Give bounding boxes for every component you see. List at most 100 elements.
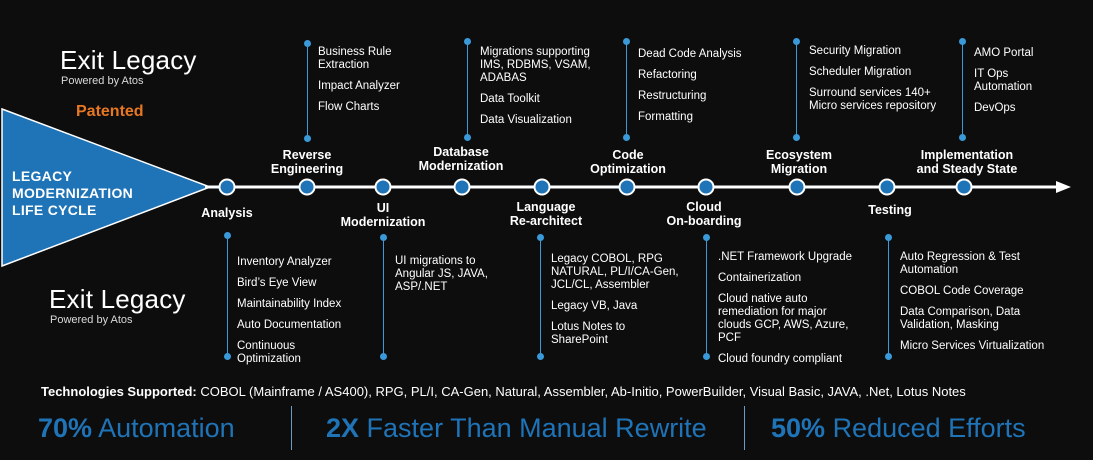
- timeline-node-code-optimization: [618, 178, 636, 196]
- connector-dot-testing-start: [885, 234, 892, 241]
- stat-automation-value: 70%: [38, 413, 93, 443]
- stage-item: AMO Portal: [974, 47, 1034, 59]
- patented-label: Patented: [76, 103, 144, 120]
- stage-item: Legacy VB, Java: [551, 300, 638, 312]
- stat-automation: 70% Automation: [38, 415, 235, 442]
- stage-item: Micro Services Virtualization: [900, 340, 1045, 352]
- stage-item: Security Migration: [809, 45, 902, 57]
- stat-reduced-efforts-value: 50%: [771, 413, 826, 443]
- stage-item: Dead Code Analysis: [638, 48, 742, 60]
- stage-item: Containerization: [718, 272, 802, 284]
- stat-reduced-efforts: 50% Reduced Efforts: [771, 415, 1026, 442]
- stage-items-database-modernization: Migrations supporting IMS, RDBMS, VSAM, …: [480, 46, 591, 135]
- stage-item: .NET Framework Upgrade: [718, 251, 852, 263]
- stage-label-database-modernization: Database Modernization: [418, 145, 504, 173]
- connector-dot-ui-modernization-start: [380, 234, 387, 241]
- technologies-label: Technologies Supported:: [41, 384, 197, 399]
- stage-item: Data Comparison, Data Validation, Maskin…: [900, 306, 1021, 331]
- stage-item: Lotus Notes to SharePoint: [551, 321, 626, 346]
- stat-reduced-efforts-label: Reduced Efforts: [832, 413, 1026, 443]
- stat-faster: 2X Faster Than Manual Rewrite: [326, 415, 707, 442]
- stage-item: IT Ops Automation: [974, 68, 1033, 93]
- stage-item: Cloud foundry compliant: [718, 353, 843, 365]
- stage-item: Restructuring: [638, 90, 707, 102]
- connector-dot-reverse-engineering-start: [304, 40, 311, 47]
- brand-subtitle-top: Powered by Atos: [61, 75, 144, 87]
- timeline-node-language-rearchitect: [533, 178, 551, 196]
- stage-item: Impact Analyzer: [318, 80, 400, 92]
- stage-item: Migrations supporting IMS, RDBMS, VSAM, …: [480, 46, 591, 84]
- stage-connector-analysis: [227, 234, 228, 354]
- connector-dot-analysis-end: [224, 353, 231, 360]
- connector-dot-code-optimization-end: [623, 134, 630, 141]
- stage-label-analysis: Analysis: [201, 206, 253, 220]
- timeline-node-ui-modernization: [374, 178, 392, 196]
- connector-dot-implementation-end: [959, 134, 966, 141]
- stage-item: Auto Documentation: [237, 319, 342, 331]
- stage-items-testing: Auto Regression & Test Automation COBOL …: [900, 251, 1044, 361]
- lifecycle-arrow-shape: [1, 107, 213, 268]
- stage-connector-ui-modernization: [383, 236, 384, 354]
- stage-items-code-optimization: Dead Code Analysis Refactoring Restructu…: [638, 48, 742, 132]
- connector-dot-language-rearchitect-end: [537, 353, 544, 360]
- lifecycle-label-line3: LIFE CYCLE: [12, 202, 97, 218]
- stage-item: Maintainability Index: [237, 298, 342, 310]
- timeline-node-database-modernization: [453, 178, 471, 196]
- technologies-value: COBOL (Mainframe / AS400), RPG, PL/I, CA…: [200, 384, 966, 399]
- stage-item: Formatting: [638, 111, 693, 123]
- stage-items-language-rearchitect: Legacy COBOL, RPG NATURAL, PL/I/CA-Gen, …: [551, 253, 679, 355]
- stage-item: UI migrations to Angular JS, JAVA, ASP/.…: [395, 255, 488, 293]
- timeline-node-testing: [878, 178, 896, 196]
- timeline-node-ecosystem-migration: [788, 178, 806, 196]
- stat-faster-value: 2X: [326, 413, 360, 443]
- brand-title-top: Exit Legacy: [60, 45, 197, 75]
- stage-label-testing: Testing: [868, 203, 912, 217]
- connector-dot-testing-end: [885, 353, 892, 360]
- stage-items-ecosystem-migration: Security Migration Scheduler Migration S…: [809, 45, 936, 121]
- stage-connector-language-rearchitect: [540, 236, 541, 354]
- stage-items-analysis: Inventory Analyzer Bird’s Eye View Maint…: [237, 256, 341, 374]
- stage-item: Flow Charts: [318, 101, 380, 113]
- stage-label-implementation: Implementation and Steady State: [916, 148, 1018, 176]
- connector-dot-ecosystem-migration-end: [793, 134, 800, 141]
- brand-title-bottom: Exit Legacy: [49, 284, 186, 314]
- stage-item: Data Visualization: [480, 114, 572, 126]
- connector-dot-analysis-start: [224, 232, 231, 239]
- timeline-node-implementation: [955, 178, 973, 196]
- connector-dot-implementation-start: [959, 38, 966, 45]
- lifecycle-label-line2: MODERNIZATION: [12, 185, 134, 201]
- stage-items-implementation: AMO Portal IT Ops Automation DevOps: [974, 47, 1033, 123]
- stage-item: Scheduler Migration: [809, 66, 912, 78]
- stat-divider: [744, 406, 745, 450]
- lifecycle-label-line1: LEGACY: [12, 168, 73, 184]
- connector-dot-ecosystem-migration-start: [793, 38, 800, 45]
- stage-item: Legacy COBOL, RPG NATURAL, PL/I/CA-Gen, …: [551, 253, 679, 291]
- stage-item: COBOL Code Coverage: [900, 285, 1024, 297]
- connector-dot-language-rearchitect-start: [537, 234, 544, 241]
- lifecycle-label: LEGACY MODERNIZATION LIFE CYCLE: [12, 168, 133, 219]
- stage-items-cloud-onboarding: .NET Framework Upgrade Containerization …: [718, 251, 852, 374]
- connector-dot-database-modernization-start: [464, 38, 471, 45]
- stage-label-ui-modernization: UI Modernization: [340, 201, 426, 229]
- timeline-node-reverse-engineering: [298, 178, 316, 196]
- stage-label-language-rearchitect: Language Re-architect: [509, 200, 583, 228]
- stage-label-code-optimization: Code Optimization: [590, 148, 666, 176]
- connector-dot-reverse-engineering-end: [304, 135, 311, 142]
- technologies-supported: Technologies Supported: COBOL (Mainframe…: [41, 384, 966, 399]
- connector-dot-database-modernization-end: [464, 134, 471, 141]
- stage-item: Business Rule Extraction: [318, 46, 392, 71]
- timeline-arrowhead: [1056, 181, 1071, 193]
- timeline-node-analysis: [218, 178, 236, 196]
- connector-dot-ui-modernization-end: [380, 353, 387, 360]
- stat-divider: [291, 406, 292, 450]
- stage-item: DevOps: [974, 102, 1016, 114]
- stage-connector-implementation: [962, 40, 963, 136]
- stage-connector-reverse-engineering: [307, 42, 308, 138]
- stage-connector-database-modernization: [467, 40, 468, 136]
- stage-connector-code-optimization: [626, 40, 627, 136]
- stage-item: Surround services 140+ Micro services re…: [809, 87, 937, 112]
- connector-dot-code-optimization-start: [623, 38, 630, 45]
- stat-faster-label: Faster Than Manual Rewrite: [366, 413, 707, 443]
- stage-item: Continuous Optimization: [237, 340, 301, 365]
- timeline-node-cloud-onboarding: [697, 178, 715, 196]
